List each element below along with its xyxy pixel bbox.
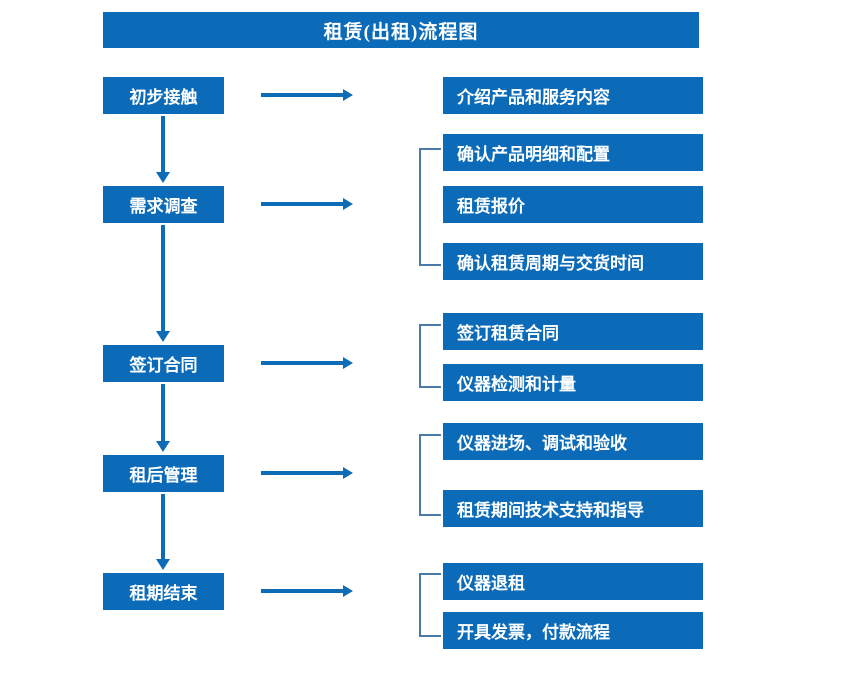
horizontal-arrow-5: [261, 584, 353, 598]
stage-box-2: 需求调查: [103, 186, 224, 223]
group-bracket-5: [419, 573, 441, 637]
chart-title: 租赁(出租)流程图: [103, 12, 699, 48]
detail-box-4: 确认租赁周期与交货时间: [443, 243, 703, 280]
detail-box-2: 确认产品明细和配置: [443, 134, 703, 171]
stage-box-5: 租期结束: [103, 573, 224, 610]
stage-box-4: 租后管理: [103, 455, 224, 492]
vertical-arrow-3: [156, 384, 170, 452]
stage-box-3: 签订合同: [103, 345, 224, 382]
detail-box-10: 开具发票，付款流程: [443, 612, 703, 649]
horizontal-arrow-3: [261, 356, 353, 370]
group-bracket-4: [419, 434, 441, 516]
detail-box-5: 签订租赁合同: [443, 313, 703, 350]
detail-box-9: 仪器退租: [443, 563, 703, 600]
detail-box-3: 租赁报价: [443, 186, 703, 223]
detail-box-1: 介绍产品和服务内容: [443, 77, 703, 114]
detail-box-6: 仪器检测和计量: [443, 364, 703, 401]
vertical-arrow-4: [156, 494, 170, 570]
horizontal-arrow-2: [261, 197, 353, 211]
detail-box-7: 仪器进场、调试和验收: [443, 423, 703, 460]
horizontal-arrow-1: [261, 88, 353, 102]
vertical-arrow-2: [156, 225, 170, 342]
group-bracket-3: [419, 324, 441, 388]
horizontal-arrow-4: [261, 466, 353, 480]
stage-box-1: 初步接触: [103, 77, 224, 114]
vertical-arrow-1: [156, 116, 170, 183]
group-bracket-2: [419, 148, 441, 266]
detail-box-8: 租赁期间技术支持和指导: [443, 490, 703, 527]
